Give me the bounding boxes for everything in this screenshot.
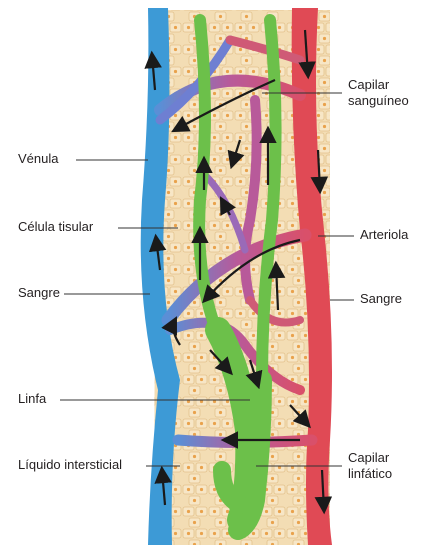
label-celula-tisular: Célula tisular (18, 219, 93, 235)
label-liquido-intersticial: Líquido intersticial (18, 457, 122, 473)
label-capilar-sanguineo-line1: Capilar (348, 77, 409, 93)
label-linfa: Linfa (18, 391, 46, 407)
label-capilar-linfatico: Capilar linfático (348, 450, 392, 482)
label-capilar-sanguineo: Capilar sanguíneo (348, 77, 409, 109)
label-sangre-right: Sangre (360, 291, 402, 307)
label-capilar-linfatico-line1: Capilar (348, 450, 392, 466)
label-sangre-left: Sangre (18, 285, 60, 301)
label-capilar-linfatico-line2: linfático (348, 466, 392, 482)
label-arteriola: Arteriola (360, 227, 408, 243)
label-capilar-sanguineo-line2: sanguíneo (348, 93, 409, 109)
label-venula: Vénula (18, 151, 58, 167)
